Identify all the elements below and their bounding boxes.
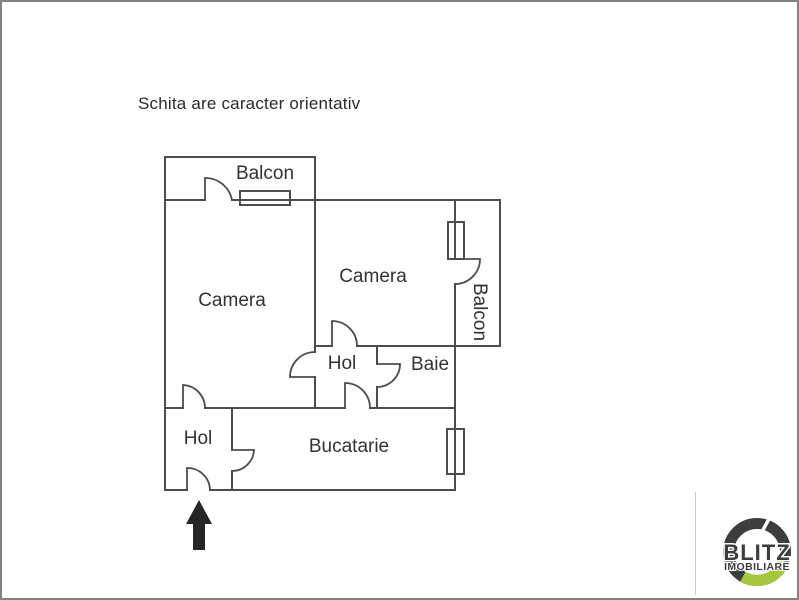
room-label-hol-center: Hol (327, 353, 357, 374)
window-balcon-right (447, 221, 465, 260)
logo-brand-text: BLITZ (723, 540, 790, 565)
disclaimer-text: Schita are caracter orientativ (138, 94, 361, 113)
door-camera-right (331, 320, 358, 347)
room-label-camera-right: Camera (339, 266, 407, 287)
doors (182, 177, 481, 491)
room-label-baie: Baie (410, 354, 450, 375)
logo-subtitle-text: IMOBILIARE (724, 561, 790, 573)
door-camera-left (289, 351, 316, 378)
logo-accent-arc (740, 559, 789, 586)
room-label-balcon-top: Balcon (235, 163, 295, 184)
room-label-hol-bottom: Hol (183, 428, 213, 449)
door-balcon-top (204, 177, 233, 201)
door-bucatarie (231, 449, 255, 472)
door-hol-center (344, 382, 371, 409)
blitz-logo: BLITZ IMOBILIARE (695, 492, 797, 595)
window-balcon-top (239, 190, 291, 206)
windows (239, 190, 465, 475)
room-label-camera-left: Camera (198, 290, 266, 311)
door-entrance (186, 467, 211, 491)
door-baie (376, 363, 401, 388)
walls (164, 156, 501, 491)
room-label-bucatarie: Bucatarie (308, 436, 390, 457)
window-bucatarie (446, 428, 465, 475)
entrance-arrow-icon (186, 500, 212, 550)
door-balcon-right (454, 258, 481, 285)
door-camera-hol (182, 384, 206, 409)
room-label-balcon-right: Balcon (469, 282, 490, 342)
blitz-logo-graphic: BLITZ IMOBILIARE (722, 518, 791, 586)
logo-notch (757, 518, 771, 538)
